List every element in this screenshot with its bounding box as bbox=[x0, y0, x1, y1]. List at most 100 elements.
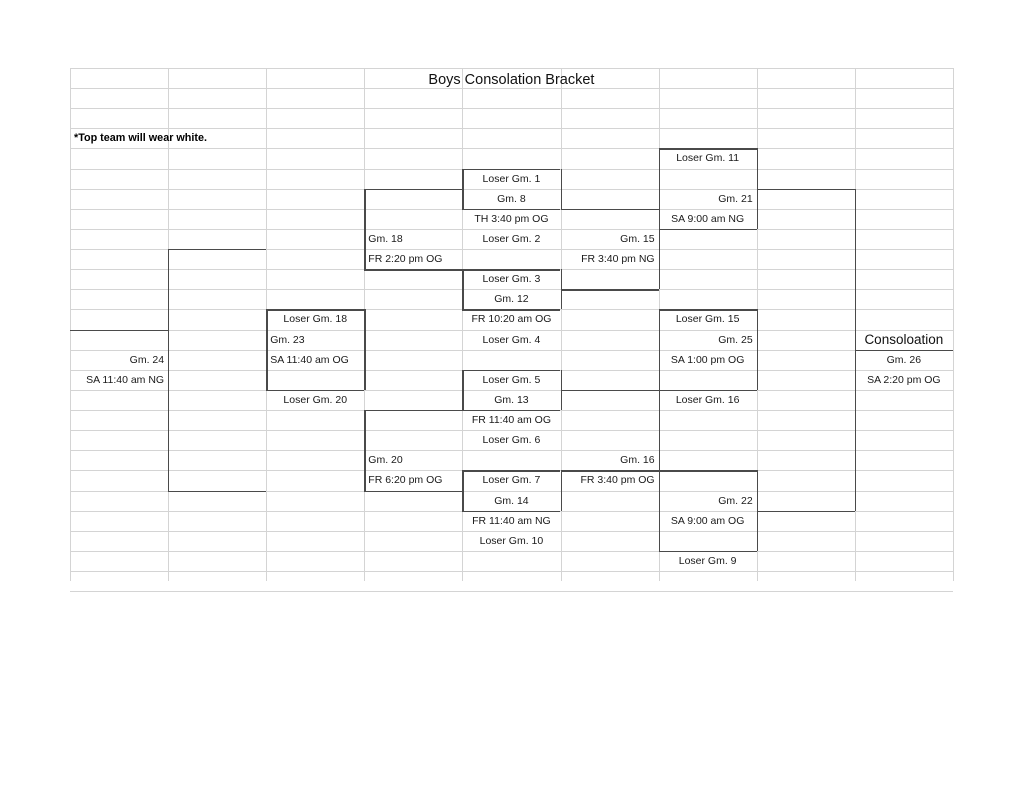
bracket-line bbox=[462, 168, 561, 170]
bracket-line bbox=[560, 269, 562, 310]
loser-gm-11: Loser Gm. 11 bbox=[676, 152, 740, 165]
gm-26-time: SA 2:20 pm OG bbox=[867, 373, 941, 386]
bracket-line bbox=[462, 309, 561, 311]
bracket-line bbox=[560, 168, 562, 209]
consolation-final-label: Consoloation bbox=[864, 331, 944, 347]
grid-row-line bbox=[70, 289, 953, 290]
bracket-line bbox=[462, 269, 464, 310]
bracket-line bbox=[168, 249, 267, 251]
loser-gm-7: Loser Gm. 7 bbox=[482, 474, 541, 487]
loser-gm-20: Loser Gm. 20 bbox=[283, 393, 348, 406]
gm-18: Gm. 18 bbox=[368, 232, 403, 245]
loser-gm-16: Loser Gm. 16 bbox=[675, 393, 740, 406]
bracket-line bbox=[560, 389, 659, 392]
bracket-line bbox=[364, 188, 463, 191]
grid-row-line bbox=[70, 350, 953, 351]
gm-16: Gm. 16 bbox=[620, 454, 655, 467]
gm-14: Gm. 14 bbox=[494, 494, 529, 507]
gm-18-time: FR 2:20 pm OG bbox=[368, 253, 443, 266]
bracket-line bbox=[658, 228, 757, 231]
gm-15: Gm. 15 bbox=[620, 232, 655, 245]
bracket-line bbox=[658, 470, 757, 472]
bracket-line bbox=[462, 269, 561, 271]
gm-16-time: FR 3:40 pm OG bbox=[580, 474, 655, 487]
grid-row-line bbox=[70, 571, 953, 572]
loser-gm-3: Loser Gm. 3 bbox=[482, 273, 541, 286]
bracket-line bbox=[658, 148, 660, 229]
gm-14-time: FR 11:40 am NG bbox=[472, 514, 551, 527]
gm-25: Gm. 25 bbox=[718, 333, 753, 346]
grid-row-line bbox=[70, 430, 953, 431]
bracket-line bbox=[658, 389, 757, 392]
uniform-note: *Top team will wear white. bbox=[74, 132, 207, 145]
bracket-line bbox=[560, 208, 659, 211]
bracket-line bbox=[658, 550, 757, 553]
loser-gm-10: Loser Gm. 10 bbox=[479, 534, 544, 547]
gm-15-time: FR 3:40 pm NG bbox=[581, 253, 655, 266]
bracket-line bbox=[168, 490, 267, 492]
gm-22: Gm. 22 bbox=[718, 494, 753, 507]
gm-25-time: SA 1:00 pm OG bbox=[670, 353, 745, 366]
gm-22-time: SA 9:00 am OG bbox=[670, 514, 745, 527]
bracket-line bbox=[756, 309, 759, 390]
gm-13-time: FR 11:40 am OG bbox=[471, 414, 552, 427]
bracket-line bbox=[364, 410, 463, 412]
bracket-line bbox=[462, 410, 561, 412]
bracket-line bbox=[364, 188, 366, 270]
gm-26: Gm. 26 bbox=[886, 353, 922, 366]
grid-row-line bbox=[70, 148, 953, 149]
grid-column-line bbox=[561, 68, 562, 581]
gm-20: Gm. 20 bbox=[368, 454, 403, 467]
grid-row-line bbox=[70, 450, 953, 451]
bracket-line bbox=[266, 309, 268, 390]
grid-row-line bbox=[70, 108, 953, 109]
gm-12: Gm. 12 bbox=[494, 293, 529, 306]
bracket-line bbox=[462, 510, 561, 513]
gm-8-time: TH 3:40 pm OG bbox=[474, 212, 549, 225]
bracket-line bbox=[756, 510, 855, 513]
grid-row-line bbox=[70, 531, 953, 532]
bracket-line bbox=[364, 410, 366, 491]
grid-row-line bbox=[70, 591, 953, 592]
grid-row-line bbox=[70, 189, 953, 190]
gm-21-time: SA 9:00 am NG bbox=[671, 212, 745, 225]
bracket-line bbox=[658, 470, 660, 551]
loser-gm-18: Loser Gm. 18 bbox=[283, 313, 348, 326]
bracket-line bbox=[462, 470, 464, 511]
bracket-line bbox=[168, 249, 170, 491]
bracket-line bbox=[70, 329, 169, 331]
bracket-line bbox=[462, 470, 561, 472]
bracket-sheet: Loser Gm. 1 Gm. 8 TH 3:40 pm OG Loser Gm. 2… bbox=[70, 68, 954, 592]
grid-row-line bbox=[70, 128, 953, 129]
bracket-line bbox=[658, 309, 757, 311]
bracket-line bbox=[266, 309, 365, 311]
bracket-line bbox=[364, 269, 463, 271]
bracket-line bbox=[266, 389, 365, 392]
bracket-line bbox=[756, 148, 759, 229]
gm-12-time: FR 10:20 am OG bbox=[471, 313, 552, 326]
bracket-line bbox=[560, 470, 562, 511]
grid-row-line bbox=[70, 330, 953, 331]
loser-gm-9: Loser Gm. 9 bbox=[678, 554, 737, 567]
grid-row-line bbox=[70, 491, 953, 492]
loser-gm-15: Loser Gm. 15 bbox=[675, 313, 740, 326]
bracket-line bbox=[658, 389, 660, 471]
bracket-line bbox=[462, 168, 464, 209]
gm-23-time: SA 11:40 am OG bbox=[270, 353, 349, 366]
loser-gm-4: Loser Gm. 4 bbox=[482, 333, 541, 346]
loser-gm-2: Loser Gm. 2 bbox=[482, 232, 541, 245]
bracket-line bbox=[364, 309, 366, 390]
bracket-line bbox=[658, 208, 660, 290]
loser-gm-1: Loser Gm. 1 bbox=[482, 172, 541, 185]
grid-row-line bbox=[70, 68, 953, 69]
gm-8: Gm. 8 bbox=[497, 192, 526, 205]
bracket-line bbox=[658, 309, 660, 390]
bracket-line bbox=[364, 490, 463, 492]
grid-column-line bbox=[462, 68, 463, 581]
gm-13: Gm. 13 bbox=[494, 393, 529, 406]
bracket-line bbox=[462, 369, 561, 372]
loser-gm-6: Loser Gm. 6 bbox=[482, 434, 541, 447]
gm-23: Gm. 23 bbox=[270, 333, 305, 346]
gm-20-time: FR 6:20 pm OG bbox=[368, 474, 443, 487]
bracket-line bbox=[560, 470, 659, 472]
